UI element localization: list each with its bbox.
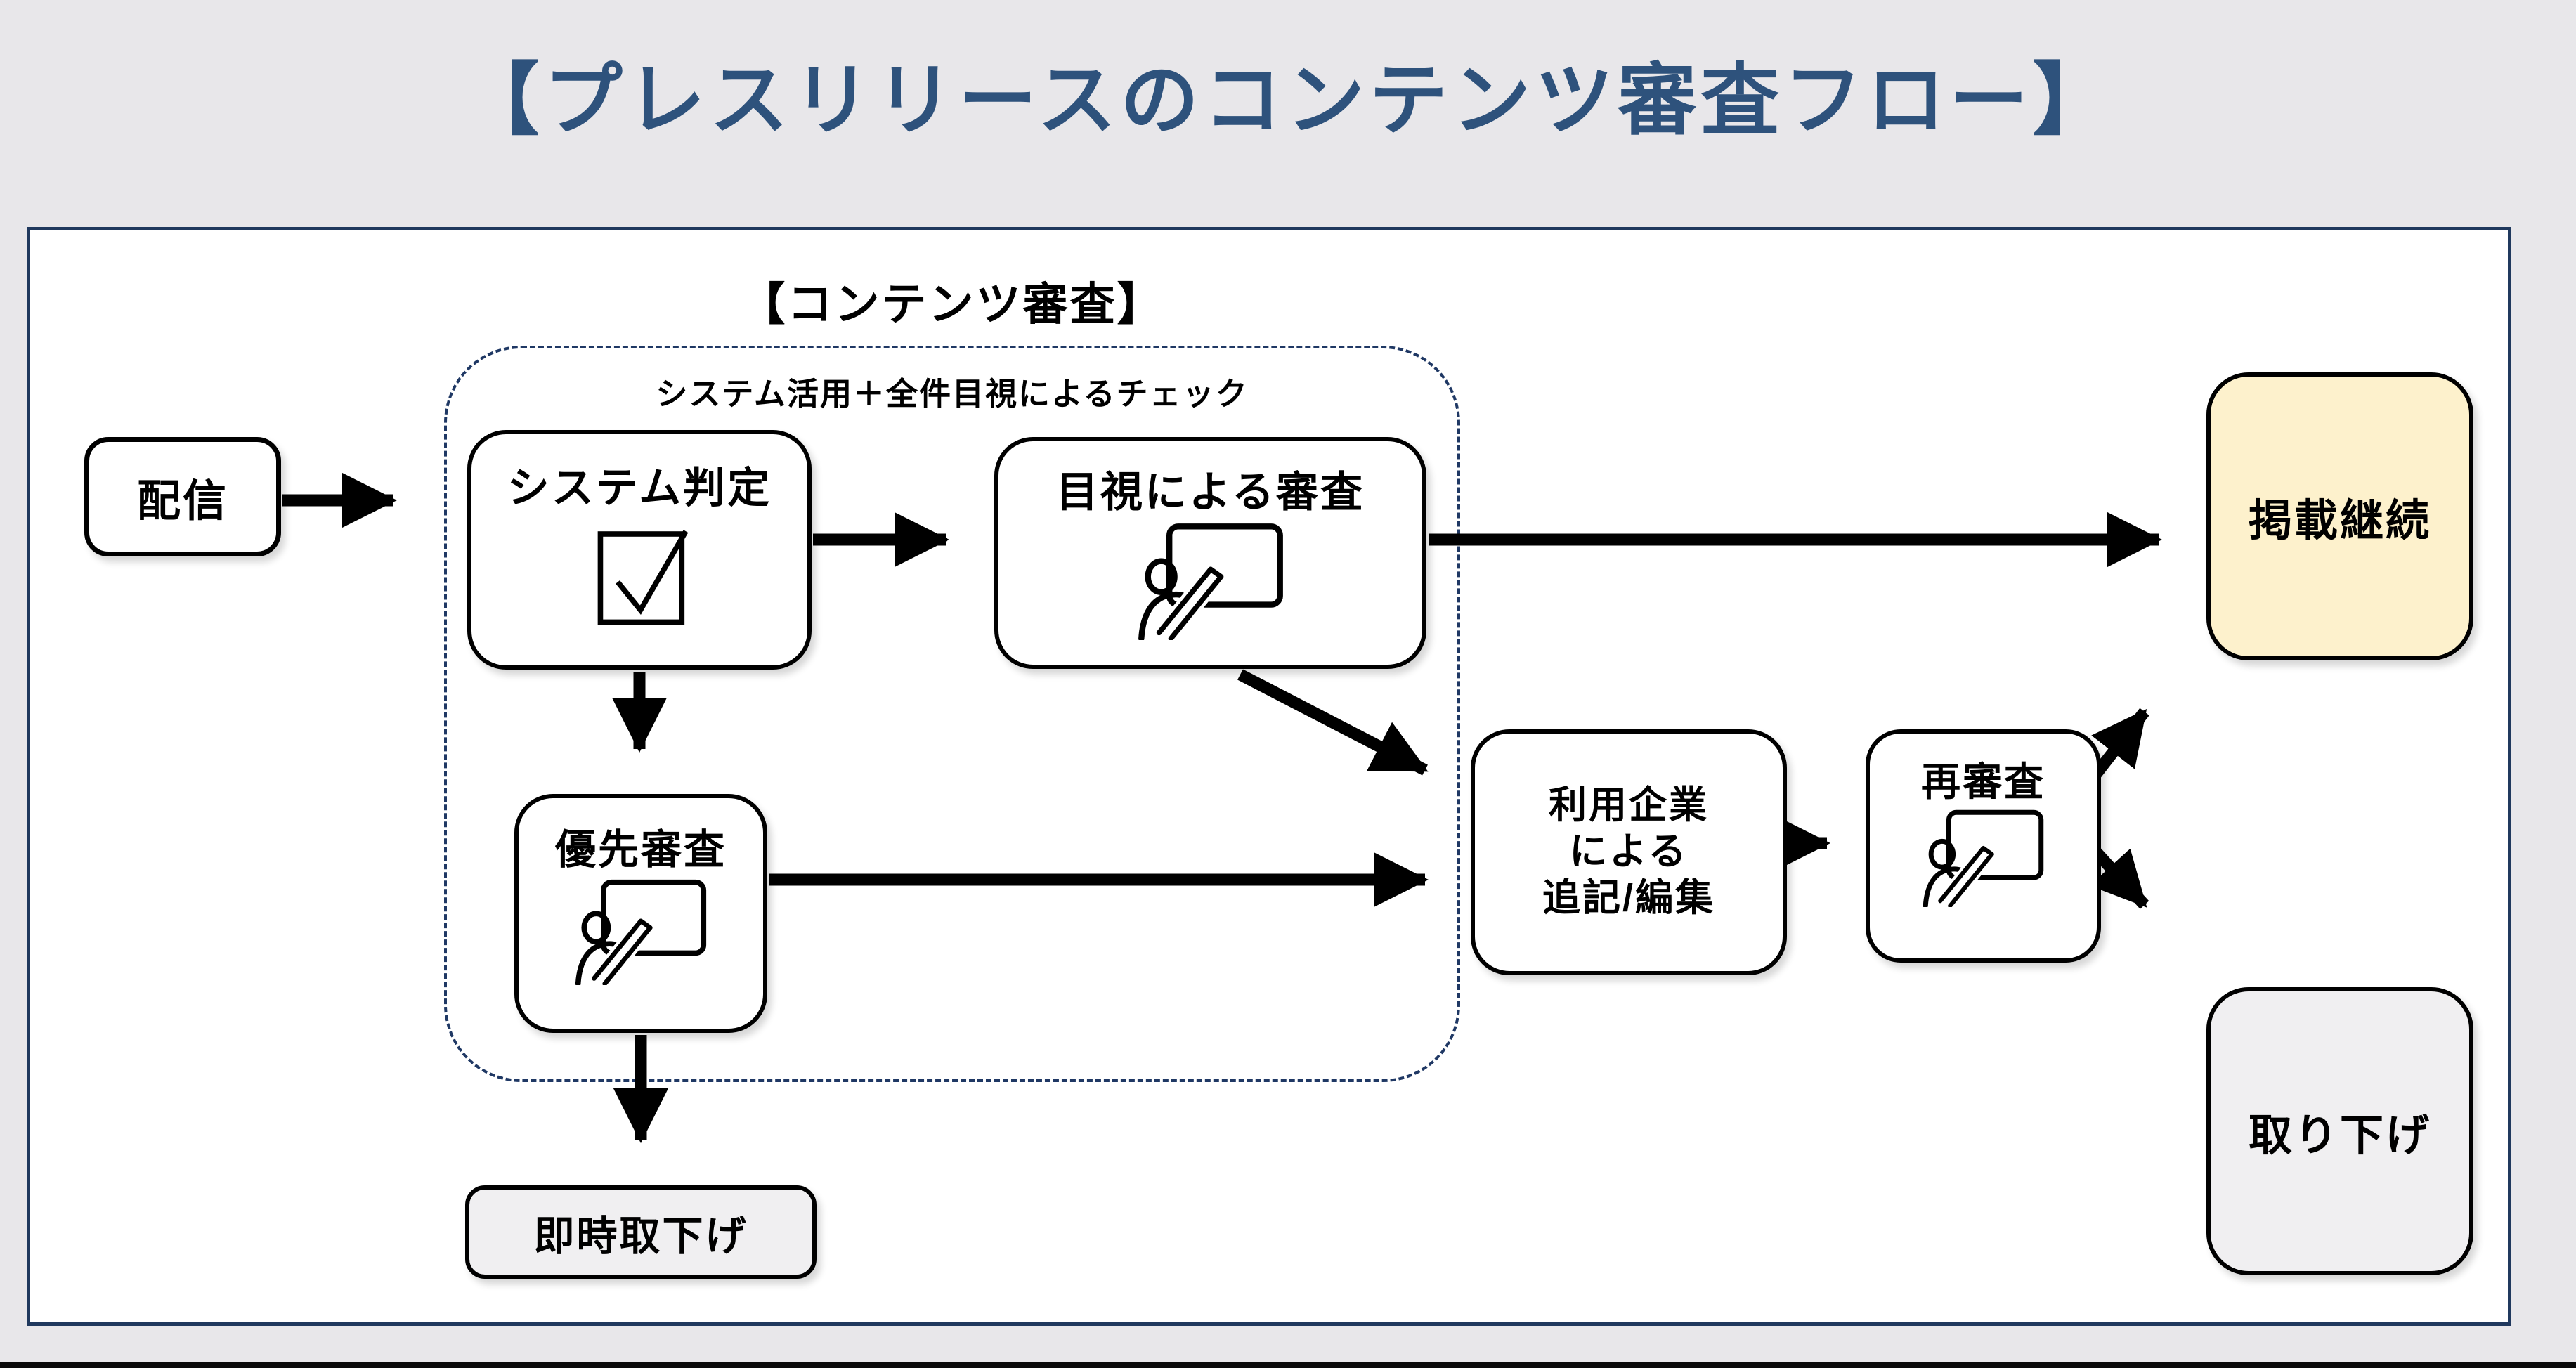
screen-bottom-edge <box>0 1362 2576 1368</box>
content-review-group-label: 【コンテンツ審査】 <box>740 279 1164 330</box>
node-system-judgment: システム判定 <box>467 430 812 670</box>
node-immediate-withdrawal-label: 即時取下げ <box>533 1213 748 1259</box>
node-visual-review: 目視による審査 <box>994 437 1426 669</box>
node-priority-review: 優先審査 <box>514 794 767 1033</box>
node-delivery-label: 配信 <box>136 477 228 526</box>
node-priority-review-label: 優先審査 <box>554 827 727 873</box>
node-withdrawal-label: 取り下げ <box>2248 1112 2431 1160</box>
node-withdrawal: 取り下げ <box>2206 987 2473 1275</box>
node-keep-published: 掲載継続 <box>2206 372 2473 660</box>
content-review-group-subtitle: システム活用＋全件目視によるチェック <box>656 376 1249 412</box>
presenter-icon <box>1138 523 1283 640</box>
node-delivery: 配信 <box>84 437 281 556</box>
content-review-group-boundary <box>444 346 1460 1082</box>
node-immediate-withdrawal: 即時取下げ <box>465 1185 817 1279</box>
checkbox-icon <box>597 530 688 625</box>
node-visual-review-label: 目視による審査 <box>1055 469 1365 516</box>
presenter-icon <box>1923 809 2044 907</box>
node-rereview: 再審査 <box>1866 729 2101 963</box>
node-keep-published-label: 掲載継続 <box>2248 497 2431 545</box>
node-company-edit-label: 利用企業 による 追記/編集 <box>1542 784 1715 919</box>
page-title: 【プレスリリースのコンテンツ審査フロー】 <box>460 56 2116 144</box>
presenter-icon <box>575 879 707 985</box>
node-rereview-label: 再審査 <box>1921 760 2045 804</box>
node-system-judgment-label: システム判定 <box>507 464 772 512</box>
node-company-edit: 利用企業 による 追記/編集 <box>1471 729 1787 975</box>
